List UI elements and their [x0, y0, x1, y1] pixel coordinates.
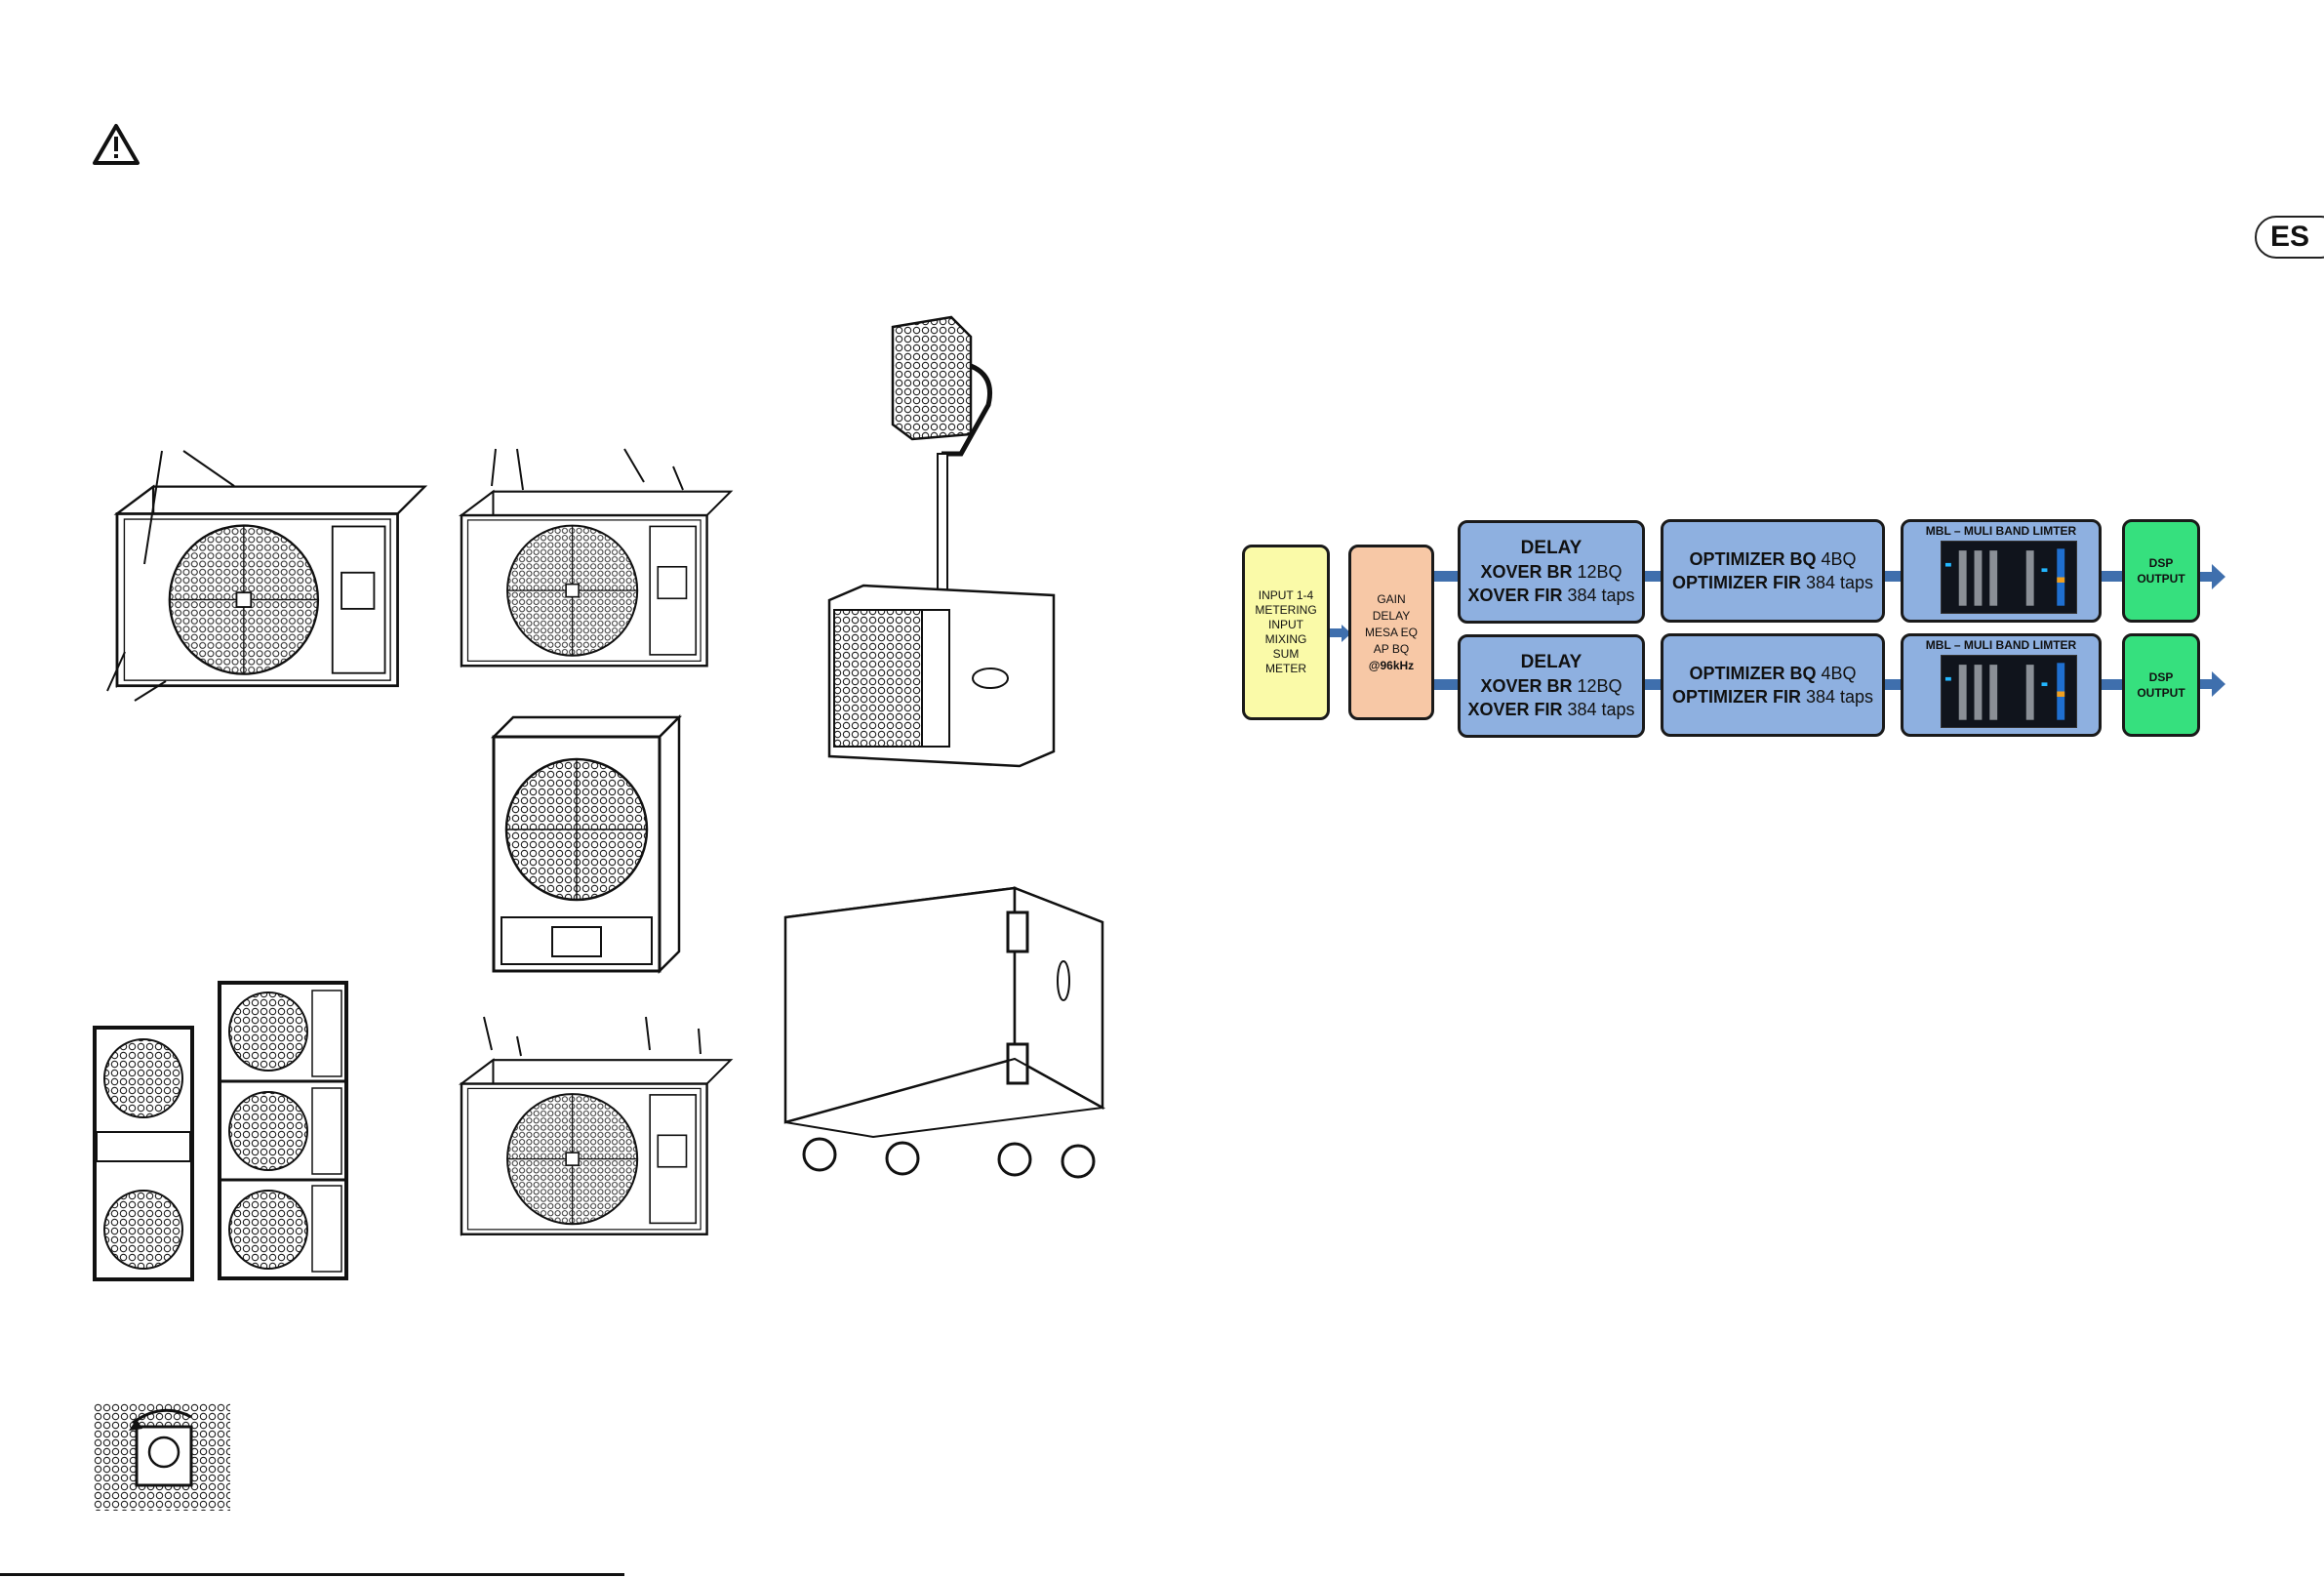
mbl-box-2: MBL – MULI BAND LIMTER [1901, 633, 2102, 737]
pointer-lines-1 [98, 447, 254, 710]
stacked-subwoofers-illustration [93, 981, 351, 1283]
input-label-line: SUM [1272, 647, 1300, 661]
input-label-line: MIXING [1264, 632, 1307, 646]
input-box: INPUT 1-4 METERING INPUT MIXING SUM METE… [1242, 545, 1330, 720]
delay-title: DELAY [1520, 538, 1583, 558]
connector-bar [1885, 679, 1903, 690]
output-arrow-2 [2200, 671, 2225, 697]
input-label-line: METER [1265, 662, 1306, 675]
delay-xover-box-1: DELAY XOVER BR 12BQ XOVER FIR 384 taps [1458, 520, 1645, 624]
gain-label-line: MESA EQ [1364, 625, 1419, 639]
optimizer-bq-value: 4BQ [1821, 549, 1857, 569]
input-label-line: METERING [1255, 603, 1317, 617]
pointer-lines-2 [488, 447, 741, 496]
logo-badge-detail-illustration [94, 1403, 230, 1511]
connector-bar [1434, 571, 1460, 582]
optimizer-fir-value: 384 taps [1805, 687, 1874, 707]
footer-rule [0, 1573, 624, 1576]
connector-bar [1885, 571, 1903, 582]
dsp-output-line: DSP [2148, 670, 2174, 684]
connector-bar [2102, 571, 2125, 582]
optimizer-box-2: OPTIMIZER BQ 4BQ OPTIMIZER FIR 384 taps [1661, 633, 1885, 737]
gain-box: GAIN DELAY MESA EQ AP BQ @96kHz [1348, 545, 1434, 720]
dsp-output-line: OUTPUT [2137, 572, 2185, 586]
optimizer-box-1: OPTIMIZER BQ 4BQ OPTIMIZER FIR 384 taps [1661, 519, 1885, 623]
limiter-screen-image [1941, 655, 2077, 728]
dsp-output-box-2: DSP OUTPUT [2122, 633, 2200, 737]
connector-bar [1645, 679, 1663, 690]
arrow-input-to-gain [1330, 625, 1351, 642]
gain-label-line: DELAY [1372, 608, 1411, 623]
input-label-line: INPUT [1268, 618, 1303, 631]
subwoofer-on-wheels-illustration [781, 883, 1107, 1186]
optimizer-bq-label: OPTIMIZER BQ [1689, 549, 1817, 569]
dsp-output-box-1: DSP OUTPUT [2122, 519, 2200, 623]
mbl-box-1: MBL – MULI BAND LIMTER [1901, 519, 2102, 623]
subwoofer-illustration-vertical [490, 713, 683, 975]
optimizer-fir-value: 384 taps [1805, 573, 1874, 592]
language-badge: ES [2255, 216, 2324, 259]
subwoofer-illustration-top-middle [460, 478, 735, 683]
connector-bar [1434, 679, 1460, 690]
optimizer-fir-label: OPTIMIZER FIR [1671, 687, 1801, 707]
gain-label-line: @96kHz [1368, 658, 1415, 672]
xover-br-label: XOVER BR [1480, 562, 1573, 582]
limiter-screen-image [1941, 541, 2077, 614]
xover-fir-label: XOVER FIR [1467, 700, 1563, 719]
gain-label-line: AP BQ [1373, 641, 1410, 656]
pole-mounted-speaker-illustration [824, 315, 1059, 768]
warning-triangle-icon [92, 123, 140, 166]
delay-title: DELAY [1520, 652, 1583, 672]
optimizer-bq-label: OPTIMIZER BQ [1689, 664, 1817, 683]
gain-label-line: GAIN [1377, 591, 1406, 606]
xover-fir-value: 384 taps [1567, 586, 1635, 605]
subwoofer-illustration-bottom-middle [460, 1044, 735, 1254]
input-label-line: INPUT 1-4 [1258, 588, 1314, 602]
optimizer-fir-label: OPTIMIZER FIR [1671, 573, 1801, 592]
dsp-output-line: OUTPUT [2137, 686, 2185, 700]
delay-xover-box-2: DELAY XOVER BR 12BQ XOVER FIR 384 taps [1458, 634, 1645, 738]
connector-bar [2102, 679, 2125, 690]
xover-fir-value: 384 taps [1567, 700, 1635, 719]
dsp-output-line: DSP [2148, 556, 2174, 570]
output-arrow-1 [2200, 564, 2225, 589]
pointer-lines-3 [478, 1015, 712, 1064]
mbl-title: MBL – MULI BAND LIMTER [1925, 638, 2077, 652]
xover-br-value: 12BQ [1577, 676, 1623, 696]
mbl-title: MBL – MULI BAND LIMTER [1925, 524, 2077, 538]
xover-fir-label: XOVER FIR [1467, 586, 1563, 605]
connector-bar [1645, 571, 1663, 582]
optimizer-bq-value: 4BQ [1821, 664, 1857, 683]
xover-br-label: XOVER BR [1480, 676, 1573, 696]
xover-br-value: 12BQ [1577, 562, 1623, 582]
